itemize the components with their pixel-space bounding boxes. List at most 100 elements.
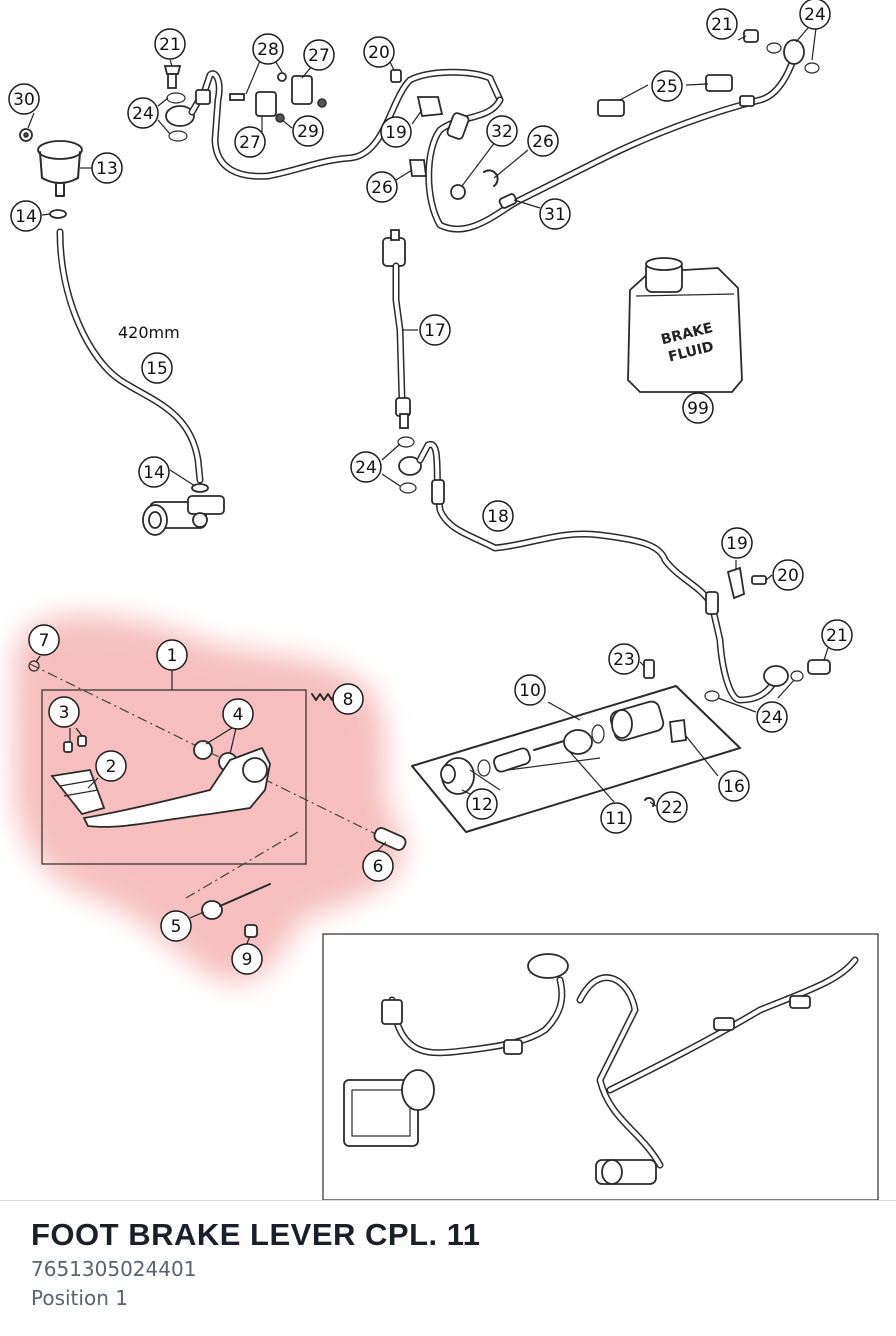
callout-6: 6 (362, 850, 394, 882)
callout-label: 18 (487, 507, 509, 527)
callout-label: 24 (804, 5, 826, 25)
callout-label: 24 (761, 708, 783, 728)
callout-2: 2 (95, 750, 127, 782)
callout-20: 20 (363, 36, 395, 68)
callout-label: 14 (143, 463, 165, 483)
callout-15: 15 (141, 352, 173, 384)
callout-label: 21 (159, 35, 181, 55)
callout-22: 22 (656, 791, 688, 823)
callout-29: 29 (292, 115, 324, 147)
callout-16: 16 (718, 770, 750, 802)
callout-label: 6 (373, 857, 384, 877)
callout-19: 19 (380, 116, 412, 148)
foot-brake-lever-assembly (28, 660, 407, 938)
callout-4: 4 (222, 698, 254, 730)
callout-21: 21 (706, 8, 738, 40)
callout-label: 26 (371, 178, 393, 198)
callout-label: 5 (171, 917, 182, 937)
callout-26: 26 (527, 125, 559, 157)
callout-28: 28 (252, 33, 284, 65)
callout-label: 19 (385, 123, 407, 143)
callout-label: 1 (167, 646, 178, 666)
callout-label: 27 (239, 133, 261, 153)
callout-12: 12 (466, 788, 498, 820)
callout-1: 1 (156, 639, 188, 671)
callout-label: 4 (233, 705, 244, 725)
callout-21: 21 (154, 28, 186, 60)
callout-label: 17 (424, 321, 446, 341)
callout-17: 17 (419, 314, 451, 346)
callout-21: 21 (821, 619, 853, 651)
callout-label: 10 (519, 681, 541, 701)
callout-label: 26 (532, 132, 554, 152)
callout-27: 27 (234, 126, 266, 158)
callout-label: 25 (656, 77, 678, 97)
callout-label: 99 (687, 399, 709, 419)
part-position: Position 1 (31, 1286, 128, 1310)
callout-30: 30 (8, 83, 40, 115)
callout-24: 24 (127, 97, 159, 129)
exploded-parts-diagram: 420mm (8, 0, 879, 1200)
sensor-cable (382, 229, 411, 429)
callout-3: 3 (48, 696, 80, 728)
upper-brake-line (163, 29, 820, 233)
callout-label: 20 (368, 43, 390, 63)
callout-27: 27 (303, 39, 335, 71)
callout-label: 16 (723, 777, 745, 797)
callout-7: 7 (28, 624, 60, 656)
callout-label: 27 (308, 46, 330, 66)
callout-26: 26 (366, 171, 398, 203)
callout-19: 19 (721, 527, 753, 559)
callout-24: 24 (799, 0, 831, 30)
callout-32: 32 (486, 115, 518, 147)
callout-14: 14 (10, 200, 42, 232)
callout-label: 28 (257, 40, 279, 60)
callout-label: 30 (13, 90, 35, 110)
callout-14: 14 (138, 456, 170, 488)
reservoir-assembly (19, 128, 225, 536)
part-info-footer: FOOT BRAKE LEVER CPL. 11 7651305024401 P… (0, 1200, 896, 1336)
master-cylinder-kit (411, 685, 741, 833)
callout-label: 29 (297, 122, 319, 142)
part-number: 7651305024401 (31, 1257, 197, 1281)
callout-label: 23 (613, 650, 635, 670)
callout-99: 99 (682, 392, 714, 424)
overview-inset (322, 933, 879, 1200)
callout-24: 24 (350, 451, 382, 483)
callout-label: 21 (711, 15, 733, 35)
callout-23: 23 (608, 643, 640, 675)
callout-25: 25 (651, 70, 683, 102)
callout-label: 2 (106, 757, 117, 777)
callout-9: 9 (231, 943, 263, 975)
callout-label: 21 (826, 626, 848, 646)
callout-label: 19 (726, 534, 748, 554)
callout-label: 12 (471, 795, 493, 815)
callout-label: 8 (343, 690, 354, 710)
callout-label: 22 (661, 798, 683, 818)
callout-label: 7 (39, 631, 50, 651)
callout-label: 31 (544, 205, 566, 225)
callout-18: 18 (482, 500, 514, 532)
callout-label: 20 (777, 566, 799, 586)
callout-label: 24 (355, 458, 377, 478)
callout-label: 11 (605, 809, 627, 829)
callout-label: 15 (146, 359, 168, 379)
callout-20: 20 (772, 559, 804, 591)
callout-24: 24 (756, 701, 788, 733)
callout-label: 14 (15, 207, 37, 227)
callout-label: 9 (242, 950, 253, 970)
hose-length-label: 420mm (118, 323, 180, 342)
callout-13: 13 (91, 152, 123, 184)
callout-8: 8 (332, 683, 364, 715)
callout-label: 13 (96, 159, 118, 179)
callout-label: 24 (132, 104, 154, 124)
brake-fluid-bottle: BRAKE FLUID (627, 257, 743, 393)
callout-label: 3 (59, 703, 70, 723)
callout-11: 11 (600, 802, 632, 834)
callout-label: 32 (491, 122, 513, 142)
part-title: FOOT BRAKE LEVER CPL. 11 (31, 1217, 481, 1252)
callout-5: 5 (160, 910, 192, 942)
callout-10: 10 (514, 674, 546, 706)
callout-31: 31 (539, 198, 571, 230)
